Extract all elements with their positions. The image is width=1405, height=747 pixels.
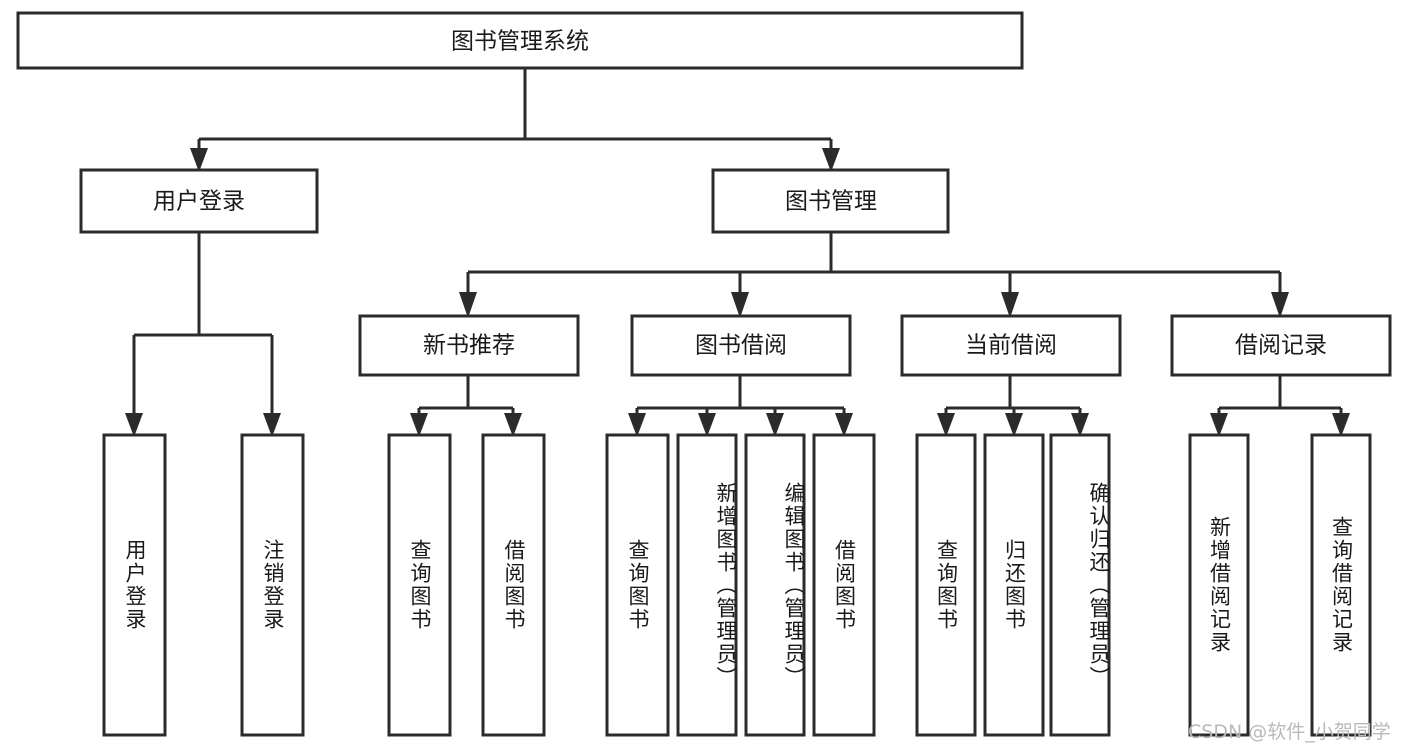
node-user-login-box[interactable]	[79, 168, 319, 234]
arrow-head-icon-user-login	[190, 148, 208, 172]
arrow-head-icon-leaf-13	[1332, 413, 1350, 437]
node-root-box[interactable]	[16, 11, 1024, 70]
node-book-borrow-label: 图书借阅	[695, 333, 787, 359]
node-leaf-add-borrow-record-box[interactable]	[1188, 433, 1250, 737]
arrow-head-icon-leaf-3	[410, 413, 428, 437]
node-book-borrow-box[interactable]	[630, 314, 852, 377]
node-leaf-borrow-book-recommend-box[interactable]	[481, 433, 546, 737]
csdn-watermark: CSDN @软件_小贺同学	[1188, 721, 1391, 743]
arrow-head-icon-leaf-5	[628, 413, 646, 437]
node-leaf-query-book-current-box[interactable]	[915, 433, 977, 737]
node-borrow-record[interactable]: 借阅记录	[1170, 314, 1392, 377]
node-user-login[interactable]: 用户登录	[79, 168, 319, 234]
node-new-book-recommend-label: 新书推荐	[423, 333, 515, 359]
arrow-head-icon-leaf-10	[1005, 413, 1023, 437]
node-new-book-recommend[interactable]: 新书推荐	[358, 314, 580, 377]
node-leaf-query-book-recommend-box[interactable]	[387, 433, 452, 737]
arrow-head-icon-recommend	[459, 292, 477, 318]
arrow-head-icon-book-manage	[822, 148, 840, 172]
node-current-borrow[interactable]: 当前借阅	[900, 314, 1122, 377]
node-root[interactable]: 图书管理系统	[16, 11, 1024, 70]
node-leaf-borrow-book-box[interactable]	[812, 433, 876, 737]
arrow-heads	[125, 148, 1350, 437]
node-leaf-user-logout-box[interactable]	[240, 433, 305, 737]
connectors	[132, 68, 1343, 413]
node-leaf-return-book-box[interactable]	[983, 433, 1045, 737]
node-book-manage-box[interactable]	[711, 168, 950, 234]
arrow-head-icon-leaf-1	[125, 413, 143, 437]
arrow-head-icon-borrow	[731, 292, 749, 318]
arrow-head-icon-leaf-12	[1210, 413, 1228, 437]
node-root-label: 图书管理系统	[451, 29, 589, 55]
arrow-head-icon-leaf-4	[504, 413, 522, 437]
node-current-borrow-label: 当前借阅	[965, 333, 1057, 359]
arrow-head-icon-current	[1001, 292, 1019, 318]
leaf-node-boxes	[102, 433, 1372, 737]
node-book-manage-label: 图书管理	[785, 189, 877, 215]
arrow-head-icon-leaf-8	[835, 413, 853, 437]
node-user-login-label: 用户登录	[153, 189, 245, 215]
node-leaf-confirm-return-admin-box[interactable]	[1049, 433, 1111, 737]
arrow-head-icon-leaf-11	[1071, 413, 1089, 437]
arrow-head-icon-leaf-9	[937, 413, 955, 437]
node-new-book-recommend-box[interactable]	[358, 314, 580, 377]
node-leaf-query-borrow-record-box[interactable]	[1310, 433, 1372, 737]
node-leaf-add-book-admin-box[interactable]	[676, 433, 738, 737]
node-current-borrow-box[interactable]	[900, 314, 1122, 377]
arrow-head-icon-leaf-7	[766, 413, 784, 437]
arrow-head-icon-leaf-2	[263, 413, 281, 437]
node-leaf-edit-book-admin-box[interactable]	[744, 433, 806, 737]
node-book-manage[interactable]: 图书管理	[711, 168, 950, 234]
node-borrow-record-label: 借阅记录	[1235, 333, 1327, 359]
node-borrow-record-box[interactable]	[1170, 314, 1392, 377]
arrow-head-icon-record	[1271, 292, 1289, 318]
node-leaf-user-login-box[interactable]	[102, 433, 167, 737]
node-book-borrow[interactable]: 图书借阅	[630, 314, 852, 377]
node-leaf-query-book-borrow-box[interactable]	[605, 433, 670, 737]
arrow-head-icon-leaf-6	[698, 413, 716, 437]
